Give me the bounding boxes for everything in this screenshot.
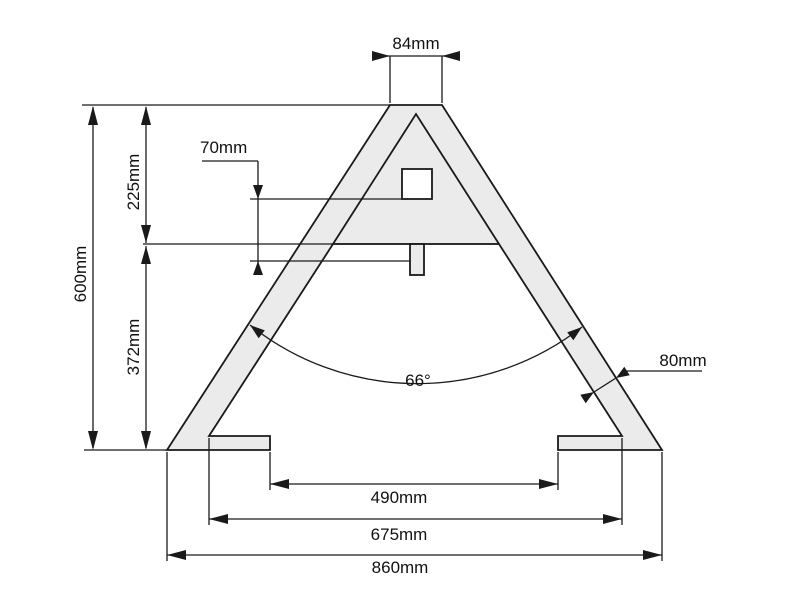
dimension-leg-thickness: 80mm [580,351,707,404]
dimension-lower-section: 372mm [124,246,151,450]
reference-lines [82,104,499,451]
arrowhead [141,106,151,125]
arrowhead [167,550,186,560]
arrowhead [567,327,582,341]
dim-label-inner-span: 490mm [371,488,428,507]
arrowhead [141,431,151,450]
dimension-base-width: 860mm [166,452,663,577]
dim-label-leg-angle: 66° [405,371,431,390]
dimension-top-width: 84mm [372,34,460,103]
center-tab [409,243,425,276]
arrowhead [88,431,98,450]
dimension-upper-section: 225mm [124,106,151,243]
inner-leg-edges [332,112,500,245]
arrowhead [643,550,662,560]
dim-label-base-width: 860mm [372,558,429,577]
dim-label-overall-height: 600mm [71,246,90,303]
arrowhead [372,51,390,61]
frame-shape [165,104,664,451]
dim-label-hole-offset: 70mm [200,138,247,157]
arrowhead [580,392,594,404]
dimension-overall-height: 600mm [71,106,98,450]
dimension-inner-span: 490mm [269,452,559,507]
arrowhead [88,106,98,125]
arrowhead [442,51,460,61]
arrowhead [253,261,263,275]
dim-label-lower-section: 372mm [124,319,143,376]
dimension-hole-offset: 70mm [200,138,263,275]
arrowhead [209,514,228,524]
dim-label-upper-section: 225mm [124,154,143,211]
square-hole [401,168,433,200]
arrowhead [250,325,265,339]
dimension-line [593,377,617,393]
arrowhead [141,225,151,243]
arrowhead [270,479,289,489]
arrowhead [253,185,263,199]
arrowhead [539,479,558,489]
arrowhead [616,366,630,378]
angle-arc [249,324,583,385]
dimension-mid-span: 675mm [208,438,623,544]
dim-label-top-width: 84mm [392,34,439,53]
arrowhead [603,514,622,524]
dim-label-mid-span: 675mm [371,525,428,544]
dimension-leg-angle: 66° [249,324,583,390]
arrowhead [141,246,151,264]
dim-label-leg-thickness: 80mm [659,351,706,370]
